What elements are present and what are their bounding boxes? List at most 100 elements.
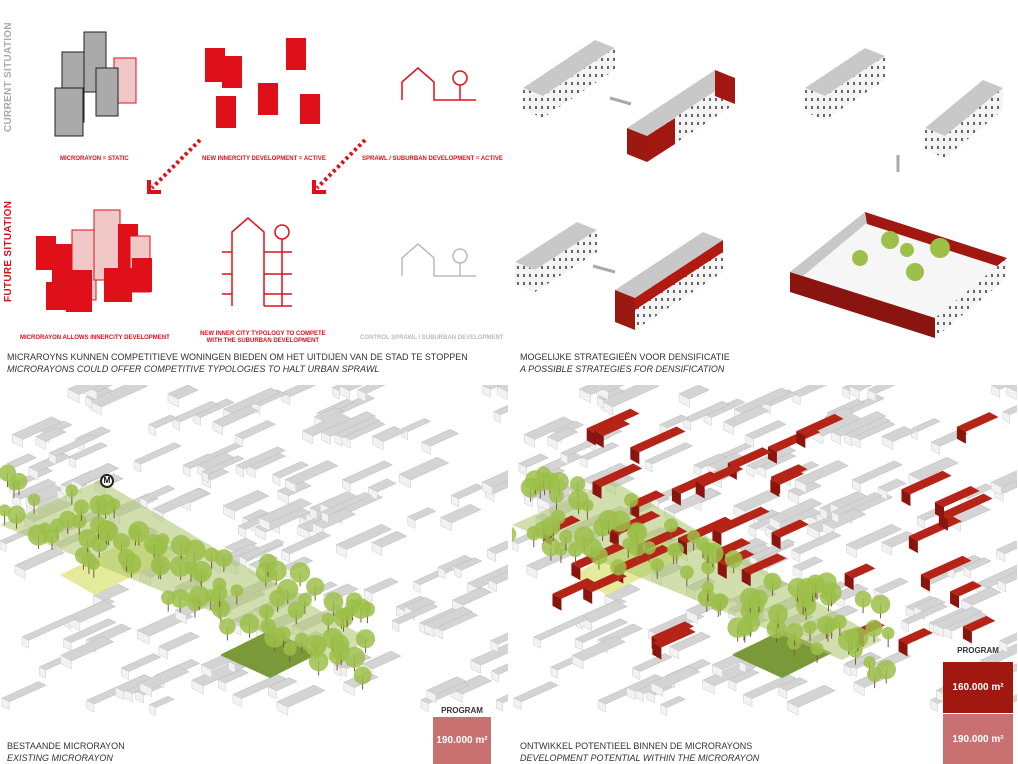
building-facade	[217, 679, 226, 692]
building	[133, 442, 182, 465]
new-building-facade	[770, 479, 780, 497]
building-facade	[831, 431, 841, 445]
slab-block-2	[805, 48, 885, 120]
building-facade	[877, 486, 888, 501]
program-heading-right: PROGRAM	[957, 646, 999, 655]
tree	[624, 493, 639, 508]
building-facade	[597, 699, 606, 713]
building-facade	[398, 473, 411, 489]
building	[910, 418, 941, 433]
building-facade	[646, 690, 656, 704]
tree	[98, 521, 119, 542]
tree	[214, 549, 233, 568]
building-facade	[437, 566, 446, 580]
suburban-house-icon	[401, 67, 476, 101]
future-microrayon-buildings	[36, 209, 152, 312]
new-building-facade	[962, 626, 972, 644]
tree	[113, 533, 130, 551]
new-building	[695, 464, 744, 487]
building-facade	[440, 517, 452, 532]
new-building	[652, 627, 696, 648]
building-facade	[778, 686, 788, 700]
building-facade	[238, 525, 246, 538]
building-facade	[930, 699, 938, 713]
building	[222, 490, 270, 512]
tree	[27, 524, 50, 546]
building-facade	[881, 435, 894, 451]
building-facade	[745, 434, 754, 448]
building-facade	[192, 413, 201, 427]
new-building	[712, 506, 770, 534]
building-facade	[846, 544, 857, 559]
building-facade	[683, 418, 691, 431]
tree	[609, 510, 631, 532]
building-facade	[281, 392, 291, 406]
tree	[170, 588, 190, 609]
building-facade	[901, 620, 909, 633]
building-facade	[596, 396, 604, 409]
tree	[863, 656, 876, 669]
existing-microrayon-map	[0, 385, 508, 717]
building-facade	[852, 479, 861, 493]
new-building-facade	[583, 587, 593, 605]
new-building	[651, 621, 694, 642]
new-building-facade	[950, 591, 960, 609]
static-microrayon-buildings	[54, 31, 137, 137]
map-marker: M	[100, 474, 114, 488]
building-facade	[513, 697, 522, 711]
tree	[188, 585, 210, 607]
building-facade	[645, 460, 653, 473]
building-facade	[524, 434, 535, 448]
building	[660, 695, 686, 708]
building-facade	[12, 434, 23, 448]
caption-control-sprawl: CONTROL SPRAWL / SUBURBAN DEVELOPMENT	[360, 335, 504, 341]
building-facade	[343, 681, 355, 697]
new-building	[552, 578, 597, 599]
new-building	[844, 563, 876, 579]
building-facade	[302, 430, 314, 445]
building-facade	[158, 646, 169, 660]
building	[14, 547, 65, 571]
building-facade	[1002, 411, 1010, 424]
tree	[355, 629, 376, 649]
building-facade	[660, 704, 668, 717]
building-facade	[276, 701, 289, 716]
new-building	[901, 470, 952, 495]
building-facade	[342, 479, 351, 493]
tree	[0, 464, 17, 482]
new-building-facade	[695, 481, 705, 499]
tree	[194, 568, 208, 582]
building-facade	[931, 441, 941, 455]
building-facade	[819, 507, 828, 520]
caption-microrayon-allows: MICRORAYON ALLOWS INNERCITY DEVELOPMENT	[20, 335, 170, 341]
building-facade	[580, 456, 588, 469]
building	[733, 490, 781, 512]
tree	[810, 642, 824, 656]
new-building	[962, 615, 996, 632]
building-facade	[272, 473, 281, 487]
building-facade	[703, 413, 712, 427]
program-heading-left: PROGRAM	[441, 706, 483, 715]
tree	[568, 542, 583, 558]
building-facade	[844, 433, 852, 447]
tree	[219, 618, 236, 635]
tree	[541, 537, 561, 557]
building-facade	[372, 435, 384, 451]
new-building-facade	[956, 426, 966, 444]
tree	[287, 601, 305, 619]
tree	[559, 529, 573, 544]
building-facade	[881, 542, 892, 556]
new-building	[630, 426, 686, 453]
tree	[847, 626, 869, 649]
densification-diagram	[515, 40, 1007, 338]
building-facade	[148, 424, 157, 437]
building-facade	[512, 540, 519, 553]
tree	[269, 589, 287, 607]
tree	[297, 592, 312, 607]
new-building	[938, 493, 993, 519]
tree	[787, 577, 808, 598]
building	[421, 429, 460, 447]
building-facade	[482, 385, 491, 398]
building-facade	[743, 694, 753, 708]
tree	[854, 590, 872, 608]
